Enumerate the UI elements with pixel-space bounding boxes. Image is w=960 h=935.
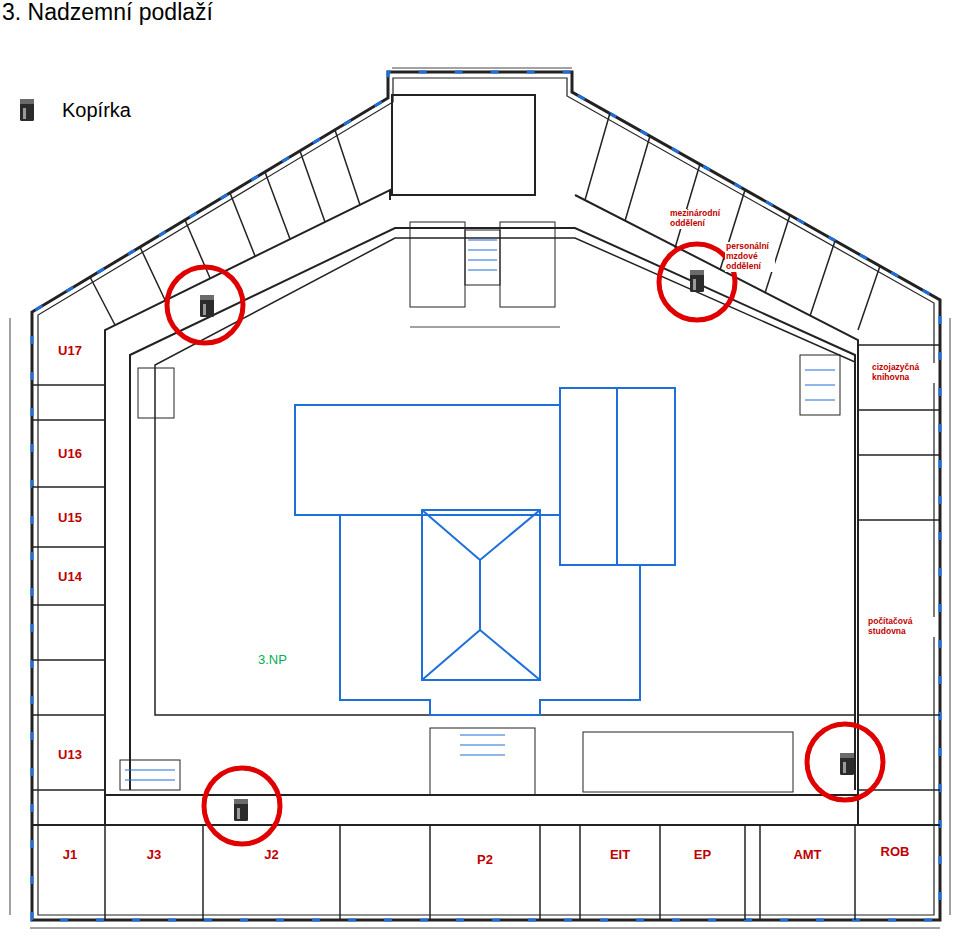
room-code: U15 xyxy=(57,510,83,525)
room-code: U13 xyxy=(57,747,83,762)
room-name: cizojazyčná knihovna xyxy=(871,363,935,383)
room-code: U17 xyxy=(57,343,83,358)
department-room: personální mzdové oddělení xyxy=(723,238,777,276)
floor-label: 3.NP xyxy=(258,652,287,667)
room-box: U16 xyxy=(35,420,105,487)
room-box: U15 xyxy=(35,487,105,547)
room-box: J3 xyxy=(105,845,203,871)
room-name: počítačová studovna xyxy=(867,617,935,637)
room-box: U14 xyxy=(35,547,105,605)
room-box: P2 xyxy=(430,850,540,876)
room-code: EIT xyxy=(609,847,631,862)
page-title: 3. Nadzemní podlaží xyxy=(2,0,213,26)
room-code: J2 xyxy=(263,847,279,862)
room-box: AMT xyxy=(760,845,855,871)
room-box: EP xyxy=(660,845,745,871)
room-box: J2 xyxy=(203,845,340,871)
room-code: AMT xyxy=(792,847,822,862)
room-code: J1 xyxy=(62,847,78,862)
room-box: ROB xyxy=(855,842,935,868)
highlight-circle xyxy=(167,244,883,844)
room-code: ROB xyxy=(880,844,911,859)
room-box: U17 xyxy=(35,315,105,385)
room-code: EP xyxy=(693,847,712,862)
room-code: J3 xyxy=(146,847,162,862)
room-box: J1 xyxy=(35,845,105,871)
room-name: mezinárodní oddělení xyxy=(669,209,723,229)
legend-text: Kopírka xyxy=(62,99,131,122)
department-room: počítačová studovna xyxy=(865,612,937,642)
room-code: U16 xyxy=(57,446,83,461)
room-name: personální mzdové oddělení xyxy=(725,242,775,271)
room-code: U14 xyxy=(57,569,83,584)
room-box: U13 xyxy=(35,718,105,790)
department-room: mezinárodní oddělení xyxy=(667,206,725,232)
room-box: EIT xyxy=(580,845,660,871)
department-room: cizojazyčná knihovna xyxy=(869,358,937,388)
room-code: P2 xyxy=(476,852,494,867)
